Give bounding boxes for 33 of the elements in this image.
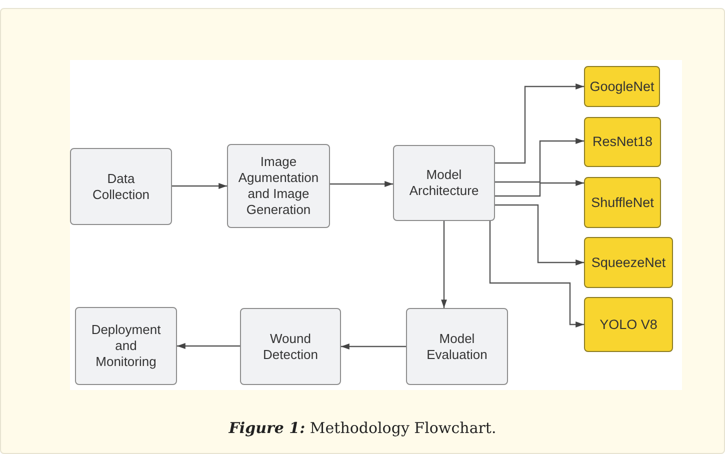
model-box bbox=[584, 117, 661, 167]
node-label: GoogleNet bbox=[590, 78, 654, 94]
arrow bbox=[172, 183, 227, 189]
node-label: Image Agumentation and Image Generation bbox=[238, 154, 319, 218]
process-box bbox=[70, 148, 172, 225]
process-box bbox=[75, 307, 177, 385]
figure-caption: Figure 1: Methodology Flowchart. bbox=[228, 419, 496, 437]
node-label: Deployment and Monitoring bbox=[90, 322, 162, 370]
node-label: ShuffleNet bbox=[591, 194, 654, 210]
model-box bbox=[584, 237, 673, 288]
arrow bbox=[495, 204, 584, 266]
arrow bbox=[495, 84, 584, 164]
node-label: Model Evaluation bbox=[426, 330, 488, 362]
node-label: Wound Detection bbox=[262, 330, 319, 362]
arrow bbox=[177, 343, 240, 349]
model-box bbox=[584, 66, 660, 107]
process-box bbox=[393, 145, 495, 221]
process-box bbox=[406, 308, 508, 385]
arrow bbox=[495, 180, 584, 197]
node-label: Model Architecture bbox=[408, 167, 480, 199]
node-label: SqueezeNet bbox=[591, 254, 666, 270]
arrow bbox=[495, 138, 584, 183]
model-box bbox=[584, 297, 673, 352]
model-box bbox=[584, 177, 661, 228]
node-label: Data Collection bbox=[91, 170, 151, 202]
arrow bbox=[441, 221, 447, 308]
arrow bbox=[489, 221, 584, 328]
process-box bbox=[240, 308, 341, 385]
node-label: ResNet18 bbox=[592, 134, 653, 150]
arrow bbox=[330, 181, 393, 187]
arrow bbox=[341, 344, 406, 350]
process-box bbox=[227, 144, 330, 228]
node-label: YOLO V8 bbox=[600, 316, 658, 332]
